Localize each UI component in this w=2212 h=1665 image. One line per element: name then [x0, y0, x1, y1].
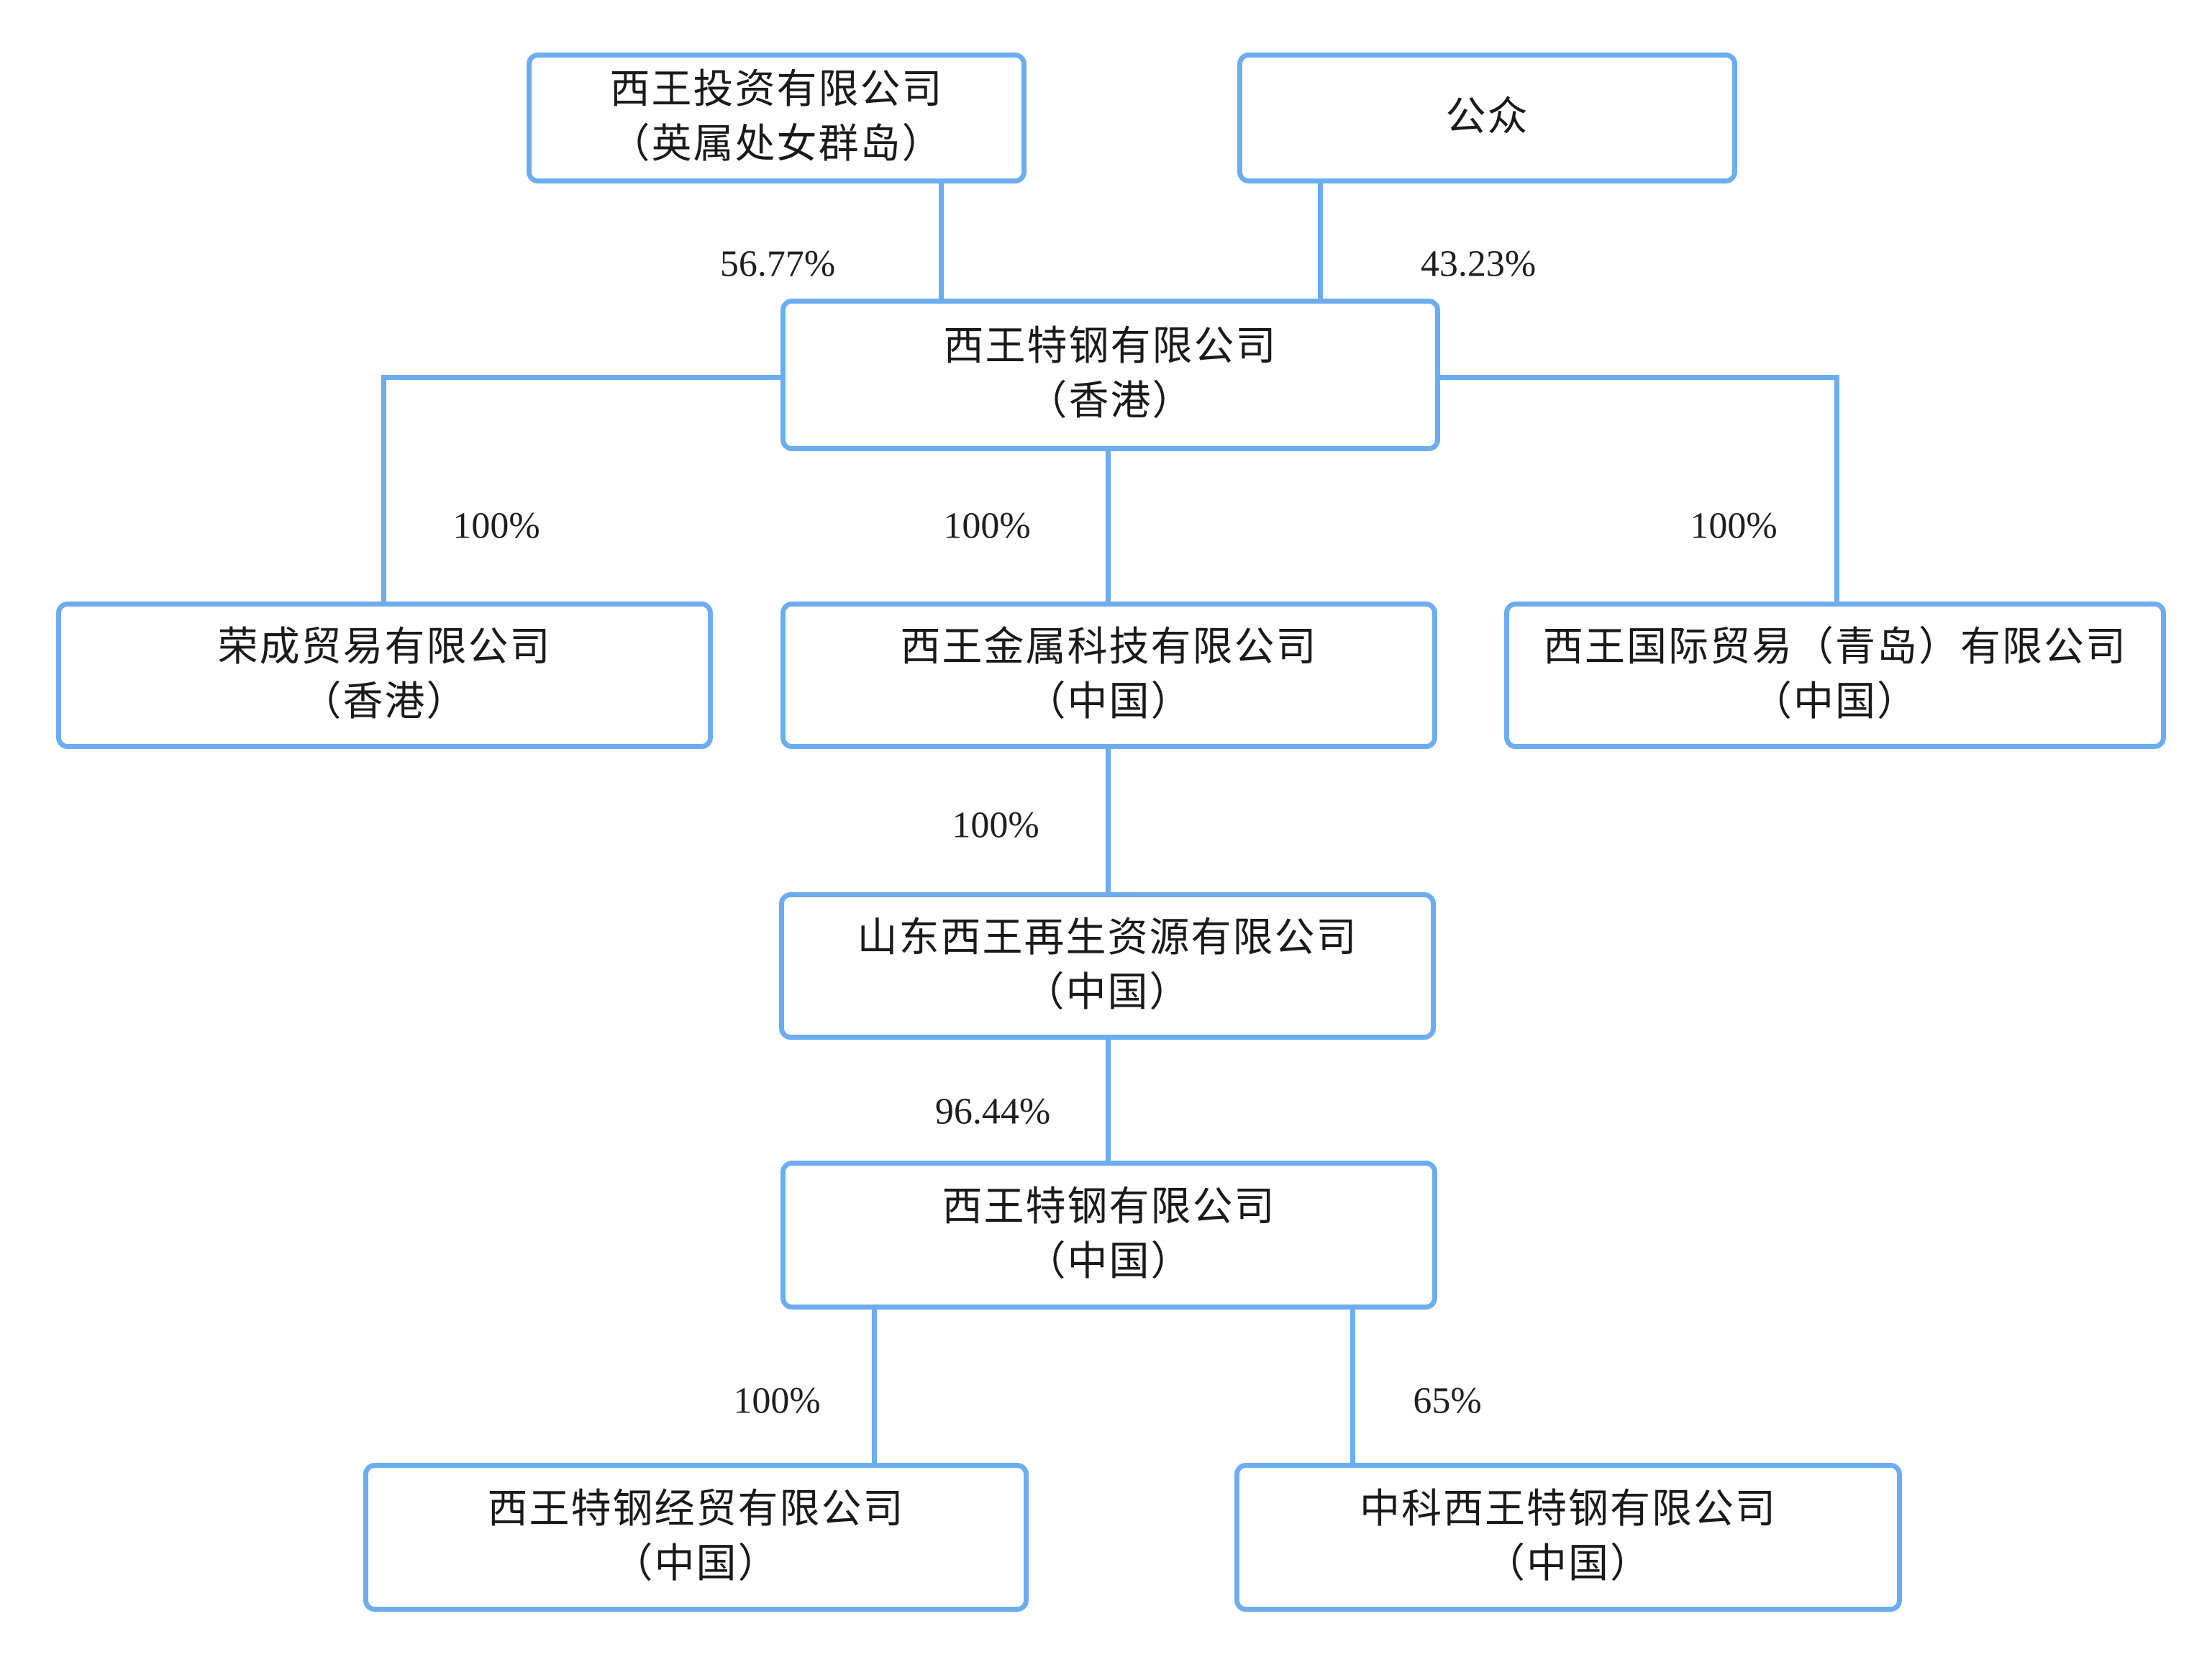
ownership-label-steel-cn-zhongke: 65% — [1413, 1380, 1482, 1422]
company-region: （中国） — [1485, 1541, 1652, 1587]
edge-hk-to-metal-tech — [1106, 450, 1111, 604]
company-name: 山东西王再生资源有限公司 — [857, 915, 1358, 961]
ownership-label-hk-metal-tech: 100% — [943, 505, 1031, 547]
ownership-label-metal-tech-recycling: 100% — [952, 804, 1039, 846]
company-name: 西王特钢有限公司 — [942, 1184, 1276, 1230]
company-region: （中国） — [612, 1541, 780, 1587]
node-xiwang-special-steel-hk: 西王特钢有限公司 （香港） — [780, 299, 1440, 451]
company-region: （中国） — [1752, 679, 1919, 725]
company-name: 西王特钢有限公司 — [943, 325, 1278, 370]
company-region: （中国） — [1024, 970, 1191, 1015]
company-region: （香港） — [301, 679, 468, 725]
company-name: 公众 — [1445, 95, 1529, 140]
node-xiwang-steel-trading: 西王特钢经贸有限公司 （中国） — [363, 1463, 1029, 1612]
company-name: 西王金属科技有限公司 — [900, 625, 1318, 670]
node-rongcheng-trading: 荣成贸易有限公司 （香港） — [56, 602, 713, 749]
edge-recycling-to-steel-cn — [1106, 1038, 1111, 1163]
company-name: 西王国际贸易（青岛）有限公司 — [1543, 625, 2127, 670]
company-region: （中国） — [1025, 1239, 1193, 1284]
ownership-label-investment-hk: 56.77% — [719, 243, 836, 285]
node-shandong-xiwang-recycling: 山东西王再生资源有限公司 （中国） — [779, 892, 1436, 1040]
company-name: 西王特钢经贸有限公司 — [487, 1487, 905, 1532]
node-xiwang-metal-tech: 西王金属科技有限公司 （中国） — [780, 602, 1437, 749]
company-name: 荣成贸易有限公司 — [217, 625, 552, 670]
node-xiwang-special-steel-cn: 西王特钢有限公司 （中国） — [780, 1161, 1437, 1310]
company-region: （英属处女群岛） — [609, 122, 944, 167]
company-name: 中科西王特钢有限公司 — [1360, 1487, 1777, 1532]
node-zhongke-xiwang-steel: 中科西王特钢有限公司 （中国） — [1234, 1463, 1902, 1612]
edge-hk-to-rongcheng-vertical — [381, 375, 386, 604]
node-xiwang-investment: 西王投资有限公司 （英属处女群岛） — [527, 53, 1027, 183]
edge-steel-cn-to-zhongke — [1350, 1308, 1355, 1465]
edge-xiwang-investment-to-hk — [939, 182, 944, 301]
edge-hk-to-rongcheng-horizontal — [383, 375, 780, 380]
company-name: 西王投资有限公司 — [609, 68, 944, 113]
ownership-label-public-hk: 43.23% — [1420, 243, 1537, 285]
edge-hk-to-qingdao-vertical — [1834, 375, 1839, 604]
company-region: （中国） — [1025, 679, 1193, 725]
node-xiwang-intl-trading-qingdao: 西王国际贸易（青岛）有限公司 （中国） — [1504, 602, 2166, 749]
ownership-label-hk-rongcheng: 100% — [452, 505, 540, 547]
ownership-label-recycling-steel-cn: 96.44% — [934, 1091, 1051, 1133]
ownership-label-hk-qingdao: 100% — [1690, 505, 1778, 547]
company-region: （香港） — [1027, 379, 1194, 424]
edge-metal-tech-to-recycling — [1106, 748, 1111, 894]
node-public: 公众 — [1237, 53, 1737, 183]
ownership-label-steel-cn-steel-trading: 100% — [733, 1380, 821, 1422]
edge-hk-to-qingdao-horizontal — [1439, 375, 1838, 380]
edge-public-to-hk — [1318, 182, 1323, 301]
edge-steel-cn-to-steel-trading — [872, 1308, 877, 1465]
